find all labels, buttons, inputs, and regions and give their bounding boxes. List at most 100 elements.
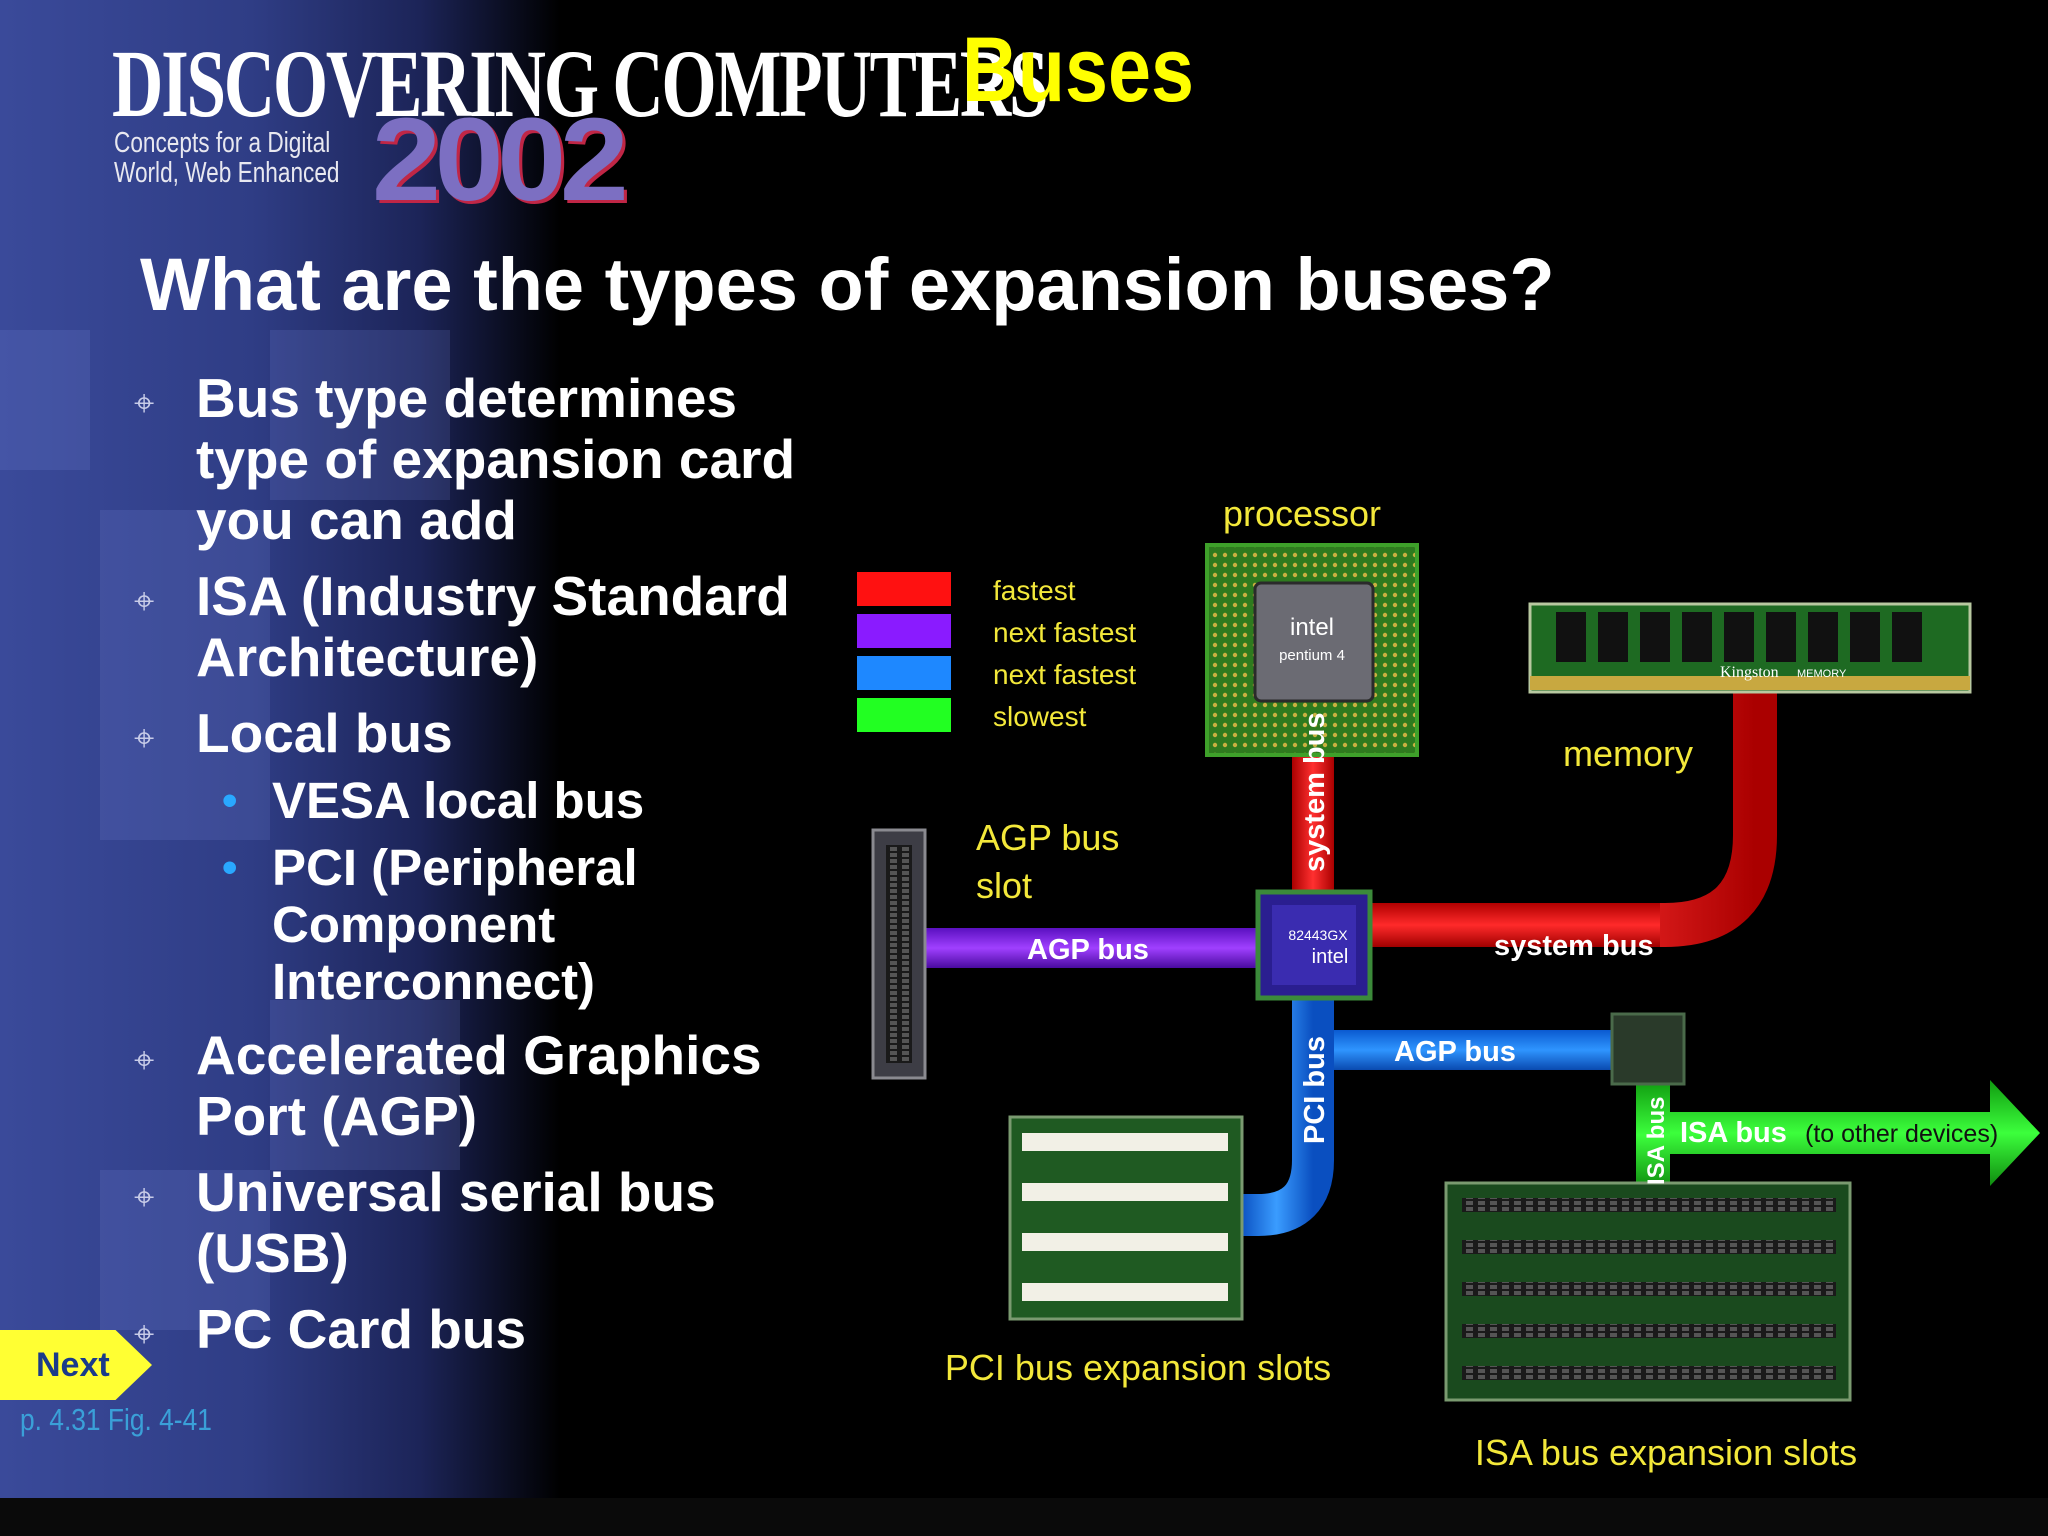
- pci-slot: [1022, 1283, 1228, 1301]
- processor-label: processor: [1223, 493, 1381, 534]
- memory-module: Kingston MEMORY: [1528, 602, 1972, 694]
- memory-brand: Kingston: [1720, 664, 1779, 681]
- pci-bus-label: PCI bus: [1299, 1036, 1331, 1144]
- background-band: [0, 0, 560, 1536]
- bullet-text: Accelerated Graphics Port (AGP): [196, 1024, 762, 1147]
- bullet-item: ⌖ Local bus • VESA local bus • PCI (Peri…: [134, 702, 834, 1011]
- sub-bullet-item: • PCI (Peripheral Component Interconnect…: [196, 839, 834, 1010]
- agp-slot-label-line-2: slot: [976, 865, 1032, 906]
- slide-title: What are the types of expansion buses?: [140, 243, 1555, 326]
- pci-bus-pipe: [1240, 995, 1334, 1236]
- agp-bus-left-label: AGP bus: [1027, 934, 1149, 966]
- page-reference: p. 4.31 Fig. 4-41: [20, 1402, 212, 1437]
- legend-label-slowest: slowest: [993, 701, 1087, 732]
- background-square: [270, 330, 450, 500]
- bridge-chip: [1610, 1012, 1686, 1086]
- chipset-brand: intel: [1312, 946, 1349, 968]
- legend-swatch-next-fastest-1: [857, 614, 951, 648]
- chipset-die: [1272, 905, 1356, 985]
- crosshair-bullet-icon: ⌖: [134, 1176, 155, 1217]
- sub-bullet-text: VESA local bus: [272, 772, 645, 829]
- bullet-list: ⌖ Bus type determines type of expansion …: [134, 368, 834, 1375]
- isa-bus-vertical-label: ISA bus: [1643, 1097, 1670, 1185]
- bullet-text: Universal serial bus (USB): [196, 1161, 716, 1284]
- agp-slot-label-line-1: AGP bus: [976, 817, 1119, 858]
- tagline-line-2: World, Web Enhanced: [114, 157, 340, 189]
- slide-topic: Buses: [962, 19, 1194, 121]
- system-bus-horizontal-label: system bus: [1494, 930, 1654, 962]
- isa-bus-arrow: [1670, 1080, 2040, 1186]
- legend-label-fastest: fastest: [993, 575, 1076, 606]
- isa-to-other-devices-label: (to other devices): [1805, 1120, 1998, 1148]
- legend: fastest next fastest next fastest slowes…: [857, 572, 1136, 732]
- crosshair-bullet-icon: ⌖: [134, 1313, 155, 1354]
- agp-bus-right-pipe: [1334, 1030, 1614, 1070]
- isa-slot: [1462, 1198, 1836, 1212]
- agp-slot-pins: [886, 845, 912, 1063]
- processor-model: pentium 4: [1279, 647, 1345, 664]
- isa-slots-label: ISA bus expansion slots: [1475, 1432, 1857, 1473]
- bullet-item: ⌖ Accelerated Graphics Port (AGP): [134, 1025, 834, 1147]
- bullet-text: Bus type determines type of expansion ca…: [196, 367, 796, 551]
- sub-bullet-item: • VESA local bus: [196, 772, 834, 829]
- agp-bus-right-label: AGP bus: [1394, 1036, 1516, 1068]
- isa-slot: [1462, 1324, 1836, 1338]
- dot-bullet-icon: •: [222, 776, 238, 825]
- brand-tagline: Concepts for a Digital World, Web Enhanc…: [114, 128, 339, 188]
- pci-slot: [1022, 1133, 1228, 1151]
- crosshair-bullet-icon: ⌖: [134, 717, 155, 758]
- dot-bullet-icon: •: [222, 843, 238, 892]
- crosshair-bullet-icon: ⌖: [134, 382, 155, 423]
- pci-expansion-slots: [1008, 1115, 1244, 1321]
- brand-year: 2002: [372, 94, 629, 226]
- bullet-item: ⌖ ISA (Industry Standard Architecture): [134, 566, 834, 688]
- legend-swatch-slowest: [857, 698, 951, 732]
- bullet-item: ⌖ Bus type determines type of expansion …: [134, 368, 834, 551]
- bullet-text: PC Card bus: [196, 1298, 527, 1360]
- pci-slots-label: PCI bus expansion slots: [945, 1347, 1331, 1388]
- bullet-text: Local bus: [196, 702, 453, 764]
- bus-pipes: [920, 685, 2040, 1236]
- brand-logo: DISCOVERING COMPUTERS: [112, 30, 1048, 137]
- processor-die: [1253, 581, 1375, 703]
- system-bus-vertical-label: system bus: [1299, 712, 1331, 872]
- memory-word: MEMORY: [1797, 668, 1847, 680]
- memory-label: memory: [1563, 733, 1693, 774]
- chipset-model: 82443GX: [1288, 927, 1348, 943]
- bullet-item: ⌖ Universal serial bus (USB): [134, 1162, 834, 1284]
- isa-expansion-slots: [1444, 1181, 1852, 1402]
- memory-contacts: [1530, 676, 1970, 690]
- bottom-bar: [0, 1498, 2048, 1536]
- legend-label-next-fastest-2: next fastest: [993, 659, 1136, 690]
- memory-chips: [1556, 612, 1922, 662]
- chipset: 82443GX intel: [1255, 889, 1373, 1001]
- crosshair-bullet-icon: ⌖: [134, 580, 155, 621]
- background-square: [0, 330, 90, 470]
- system-bus-horizontal-pipe: [1360, 685, 1777, 947]
- crosshair-bullet-icon: ⌖: [134, 1039, 155, 1080]
- next-button[interactable]: Next: [0, 1330, 152, 1400]
- background-square: [270, 1000, 460, 1170]
- legend-label-next-fastest-1: next fastest: [993, 617, 1136, 648]
- bullet-item: ⌖ PC Card bus: [134, 1299, 834, 1360]
- pci-slot: [1022, 1233, 1228, 1251]
- system-bus-segment: [1360, 903, 1660, 947]
- agp-slot: [871, 828, 927, 1080]
- legend-swatch-fastest: [857, 572, 951, 606]
- bullet-text: ISA (Industry Standard Architecture): [196, 565, 790, 688]
- sub-bullet-text: PCI (Peripheral Component Interconnect): [272, 839, 638, 1010]
- processor-chip: intel pentium 4: [1205, 543, 1419, 757]
- processor-brand: intel: [1290, 614, 1334, 641]
- background-square: [100, 1170, 270, 1330]
- agp-bus-left-pipe: [920, 928, 1260, 968]
- sub-bullet-list: • VESA local bus • PCI (Peripheral Compo…: [196, 772, 834, 1010]
- pci-slot: [1022, 1183, 1228, 1201]
- isa-slot: [1462, 1240, 1836, 1254]
- isa-slot: [1462, 1282, 1836, 1296]
- tagline-line-1: Concepts for a Digital: [114, 127, 331, 159]
- isa-bus-vertical-pipe: [1636, 1080, 1670, 1190]
- isa-bus-arrow-label: ISA bus: [1680, 1117, 1787, 1149]
- legend-swatch-next-fastest-2: [857, 656, 951, 690]
- background-square: [100, 510, 270, 840]
